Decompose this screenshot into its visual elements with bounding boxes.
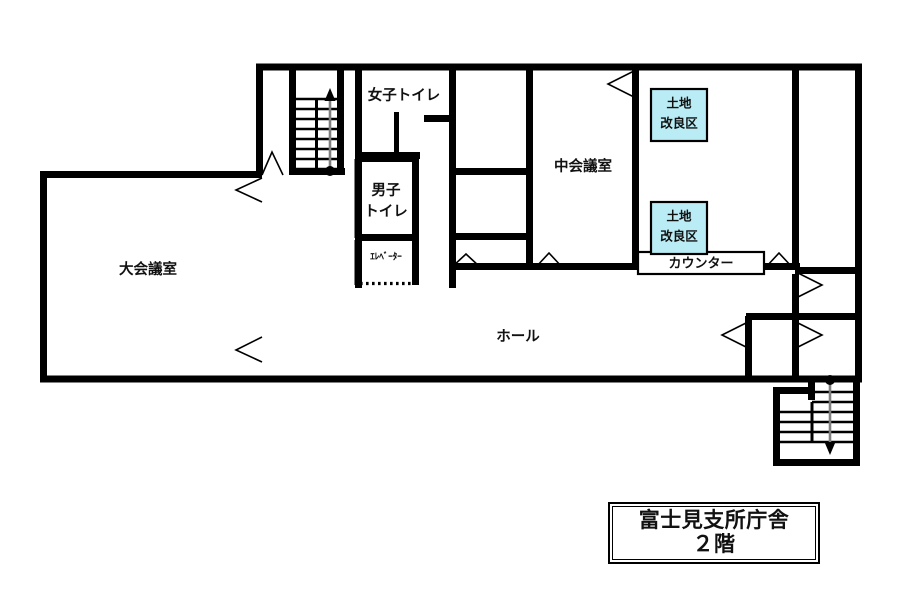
- mens-toilet-label-line-1: 男子: [372, 182, 401, 199]
- small-rooms-block: [451, 67, 533, 270]
- mens-toilet-label-line-2: トイレ: [364, 204, 408, 220]
- door-break-right-corridor-lower-right: [795, 321, 824, 349]
- land-improvement-upper-line-1: 土地: [666, 95, 692, 110]
- door-break-right-corridor-lower-left: [720, 321, 749, 349]
- stair-treads-lower: [778, 390, 855, 444]
- land-improvement-lower-line-2: 改良区: [660, 228, 698, 243]
- medium-meeting-room-label: 中会議室: [554, 157, 612, 175]
- right-corridor-walls: [745, 267, 861, 381]
- elevator: ｴﾚﾍﾞｰﾀｰ: [370, 250, 402, 261]
- land-improvement-lower-box: [649, 200, 709, 256]
- title-plate-inner: 富士見支所庁舎 ２階: [612, 506, 816, 560]
- door-break-medium-room-bottom: [535, 251, 563, 268]
- medium-meeting-room-walls: [531, 67, 639, 270]
- stair-lower-right: [773, 375, 860, 466]
- land-improvement-lower-line-1: 土地: [666, 208, 692, 223]
- womens-toilet-label: 女子トイレ: [368, 86, 441, 104]
- title-floor-number: ２階: [692, 533, 736, 556]
- door-breaks: [234, 69, 824, 363]
- stair-origin-dot-upper: [325, 166, 335, 176]
- door-break-office-top: [606, 69, 637, 99]
- hall-label: ホール: [496, 328, 540, 345]
- land-improvement-district-lower: 土地 改良区: [649, 200, 709, 256]
- stair-upper-left: [289, 67, 345, 176]
- stair-direction-arrow-lower: [824, 442, 836, 455]
- outer-walls: [40, 63, 862, 383]
- large-meeting-room-label: 大会議室: [119, 260, 177, 278]
- land-improvement-district-upper: 土地 改良区: [649, 87, 709, 143]
- counter: カウンター: [636, 250, 766, 276]
- stair-direction-arrow-upper: [324, 88, 336, 101]
- door-break-right-corridor-upper: [795, 271, 824, 299]
- stair-origin-dot-lower: [825, 375, 835, 385]
- elevator-label: ｴﾚﾍﾞｰﾀｰ: [370, 250, 402, 261]
- door-break-large-room-top: [261, 150, 284, 176]
- title-plate: 富士見支所庁舎 ２階: [608, 502, 820, 564]
- land-improvement-upper-line-2: 改良区: [660, 115, 698, 130]
- door-break-large-room-right-lower: [234, 336, 263, 363]
- land-improvement-upper-box: [649, 87, 709, 143]
- door-break-counter-right: [765, 251, 793, 268]
- counter-label: カウンター: [668, 255, 733, 270]
- door-break-large-room-right-upper: [234, 177, 263, 203]
- door-break-small-rooms-bottom: [451, 252, 481, 268]
- title-building-name: 富士見支所庁舎: [638, 509, 790, 533]
